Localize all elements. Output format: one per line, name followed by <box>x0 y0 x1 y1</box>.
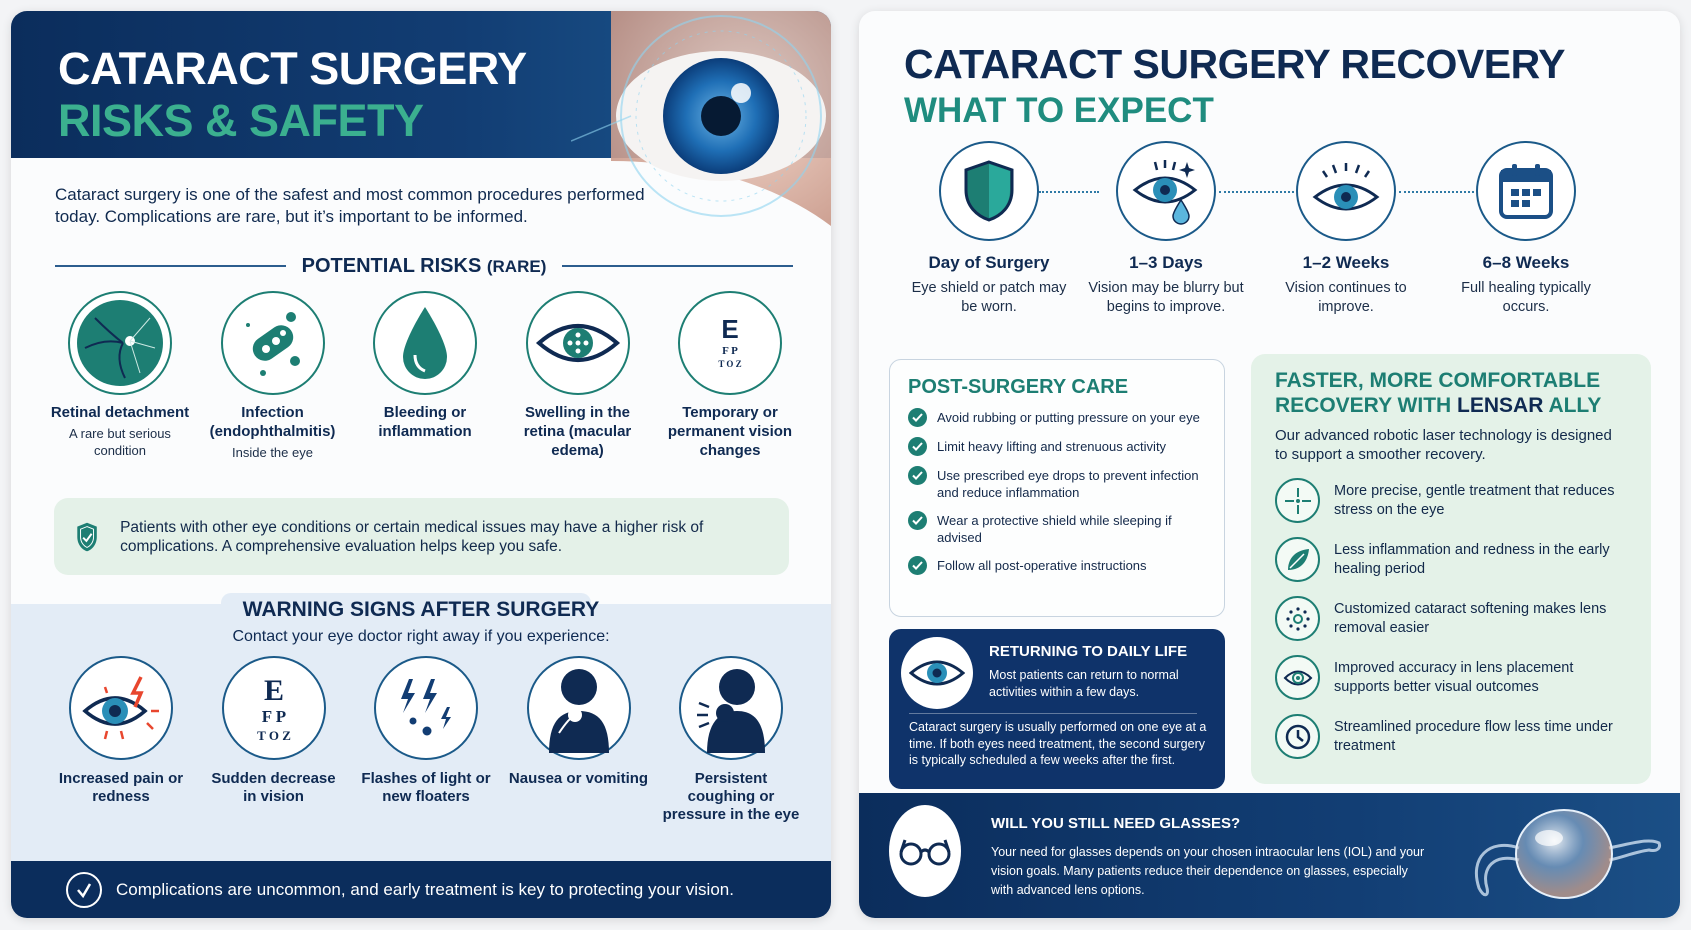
daily-life-box: RETURNING TO DAILY LIFE Most patients ca… <box>889 629 1225 789</box>
swollen-eye-icon <box>535 324 620 362</box>
crosshair-icon <box>1284 487 1311 514</box>
lensar-feature: Less inflammation and redness in the ear… <box>1275 537 1627 582</box>
care-item: Avoid rubbing or putting pressure on you… <box>908 408 1206 427</box>
care-item: Limit heavy lifting and strenuous activi… <box>908 437 1206 456</box>
page-title: CATARACT SURGERY <box>58 43 527 94</box>
calendar-icon <box>1499 164 1553 219</box>
warning-item: Nausea or vomiting <box>509 656 649 824</box>
footer-banner: Complications are uncommon, and early tr… <box>11 861 831 918</box>
svg-text:E: E <box>721 314 738 344</box>
eye-chart-icon: EF P T O Z <box>718 314 741 369</box>
intro-text: Cataract surgery is one of the safest an… <box>55 185 645 226</box>
potential-risks-heading: POTENTIAL RISKS (RARE) <box>55 254 793 278</box>
lensar-ally-box: FASTER, MORE COMFORTABLE RECOVERY WITH L… <box>1251 354 1651 784</box>
risk-item: Infection (endophthalmitis) Inside the e… <box>198 291 348 461</box>
post-surgery-care-box: POST-SURGERY CARE Avoid rubbing or putti… <box>889 359 1225 617</box>
shield-icon <box>964 160 1014 222</box>
svg-text:T O Z: T O Z <box>257 728 291 743</box>
timeline-step: 1–3 Days Vision may be blurry but begins… <box>1081 141 1251 317</box>
warning-item: Flashes of light or new floaters <box>356 656 496 824</box>
recovery-timeline: Day of Surgery Eye shield or patch may b… <box>899 141 1599 341</box>
teary-eye-icon <box>1132 160 1198 225</box>
check-icon <box>908 408 927 427</box>
eye-chart-icon: EF P T O Z <box>257 674 291 743</box>
lensar-feature: Improved accuracy in lens placement supp… <box>1275 655 1627 700</box>
eye-icon <box>1312 163 1380 211</box>
eye-pain-icon <box>82 676 159 740</box>
risk-item: Swelling in the retina (macular edema) <box>503 291 653 461</box>
coughing-icon <box>697 669 765 753</box>
check-icon <box>908 437 927 456</box>
check-icon <box>908 511 927 530</box>
retina-icon <box>77 300 163 386</box>
timeline-step: Day of Surgery Eye shield or patch may b… <box>904 141 1074 317</box>
clock-icon <box>1285 724 1310 749</box>
warning-item: Increased pain or redness <box>51 656 191 824</box>
eye-photo-icon <box>571 11 831 226</box>
risk-note-callout: Patients with other eye conditions or ce… <box>54 498 789 575</box>
risks-list: Retinal detachment A rare but serious co… <box>45 291 805 461</box>
care-heading: POST-SURGERY CARE <box>908 376 1129 398</box>
recovery-title: CATARACT SURGERY RECOVERY <box>904 41 1566 87</box>
check-icon <box>908 556 927 575</box>
timeline-step: 1–2 Weeks Vision continues to improve. <box>1261 141 1431 317</box>
risks-safety-panel: CATARACT SURGERY RISKS & SAFETY Cataract… <box>11 11 831 918</box>
risk-item: Bleeding or inflammation <box>350 291 500 461</box>
intraocular-lens-icon <box>1474 809 1661 899</box>
flashes-icon <box>401 679 451 736</box>
recovery-panel: CATARACT SURGERY RECOVERY WHAT TO EXPECT… <box>859 11 1680 918</box>
page-subtitle: RISKS & SAFETY <box>58 95 424 146</box>
target-eye-icon <box>1283 670 1312 685</box>
glasses-banner: WILL YOU STILL NEED GLASSES? Your need f… <box>859 793 1680 918</box>
risk-item: Retinal detachment A rare but serious co… <box>45 291 195 461</box>
shield-check-icon <box>77 522 97 551</box>
care-item: Use prescribed eye drops to prevent infe… <box>908 466 1206 501</box>
lensar-feature: Streamlined procedure flow less time und… <box>1275 714 1627 759</box>
lensar-feature: More precise, gentle treatment that redu… <box>1275 478 1627 523</box>
glasses-icon <box>899 839 951 866</box>
nausea-icon <box>548 669 609 753</box>
dots-ring-icon <box>1285 606 1310 631</box>
check-icon <box>908 466 927 485</box>
care-item: Wear a protective shield while sleeping … <box>908 511 1206 546</box>
warning-item: Persistent coughing or pressure in the e… <box>661 656 801 824</box>
warning-heading: WARNING SIGNS AFTER SURGERY <box>242 598 600 621</box>
warning-subheading: Contact your eye doctor right away if yo… <box>232 628 610 645</box>
care-item: Follow all post-operative instructions <box>908 556 1206 575</box>
svg-text:F P: F P <box>722 345 738 357</box>
timeline-step: 6–8 Weeks Full healing typically occurs. <box>1441 141 1611 317</box>
svg-text:E: E <box>263 674 283 707</box>
check-hand-icon <box>66 871 102 908</box>
eye-icon <box>909 660 965 686</box>
svg-text:T O Z: T O Z <box>718 359 741 369</box>
recovery-subtitle: WHAT TO EXPECT <box>904 91 1214 130</box>
droplet-icon <box>403 307 447 379</box>
bacteria-icon <box>245 312 300 376</box>
leaf-icon <box>1287 548 1309 570</box>
svg-text:F P: F P <box>261 707 285 726</box>
lensar-feature: Customized cataract softening makes lens… <box>1275 596 1627 641</box>
lensar-heading: FASTER, MORE COMFORTABLE RECOVERY WITH L… <box>1275 369 1602 417</box>
